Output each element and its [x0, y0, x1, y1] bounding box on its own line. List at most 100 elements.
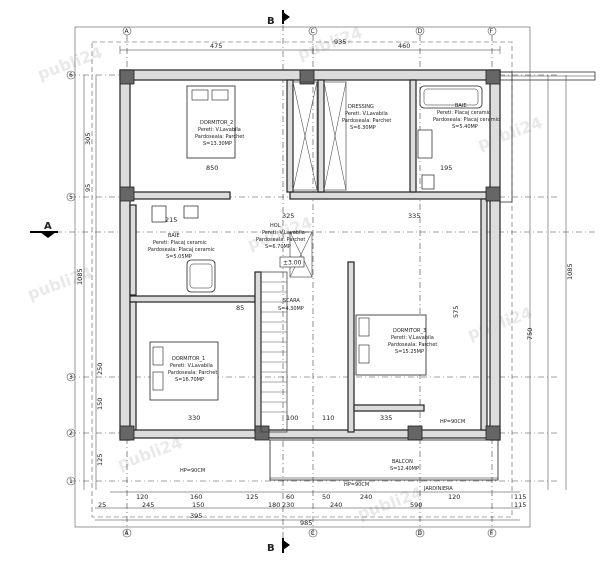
- room-name: DORMITOR_3: [393, 328, 426, 334]
- dim-label: 575: [452, 306, 460, 318]
- dim-label: 120: [136, 493, 148, 501]
- axis-labels-bottom: A C D F: [122, 528, 497, 538]
- dim-label: 100: [286, 414, 298, 422]
- room-name: DORMITOR_2: [200, 120, 233, 126]
- room-label-dressing: DRESSING Pereti: V.Lavabila Pardoseala: …: [342, 104, 391, 131]
- dim-label: 985: [300, 519, 312, 527]
- watermark: publi24: [25, 263, 95, 304]
- dim-label: 25: [98, 501, 106, 509]
- axis-label: 5: [69, 194, 73, 201]
- dim-label: 1085: [566, 263, 574, 280]
- room-name: BALCON: [392, 459, 413, 465]
- room-name: DRESSING: [348, 104, 374, 110]
- dim-label: 245: [142, 501, 154, 509]
- room-floor: Pardoseala: Parchet: [256, 237, 305, 243]
- axis-label: A: [125, 28, 130, 35]
- dim-label: 305: [84, 133, 92, 145]
- dim-label: 110: [322, 414, 334, 422]
- dimensions-right: 1085 750: [526, 75, 574, 490]
- room-floor: Pardoseala: Parchet: [342, 118, 391, 124]
- room-finish: Pereti: V.Lavabila: [391, 335, 434, 341]
- dim-label: 115: [514, 501, 526, 509]
- room-finish: Pereti: V.Lavabila: [170, 363, 213, 369]
- dressing-wardrobes: [289, 81, 347, 278]
- axis-label: F: [490, 28, 494, 35]
- room-name: SCARA: [283, 298, 300, 304]
- bed-dormitor-1: [149, 341, 219, 401]
- room-label-balcon: BALCON S=12.40MP: [390, 459, 419, 472]
- dim-label: 395: [190, 512, 202, 520]
- dim-label: 335: [408, 212, 420, 220]
- axis-label: 3: [69, 374, 73, 381]
- room-area: S=5.05MP: [166, 254, 192, 260]
- room-area: S=6.30MP: [350, 125, 376, 131]
- hp-note: HP=90CM: [344, 482, 369, 488]
- room-finish: Pereti: V.Lavabila: [345, 111, 388, 117]
- room-label-hol: HOL Pereti: V.Lavabila Pardoseala: Parch…: [256, 223, 305, 250]
- dim-label: 125: [246, 493, 258, 501]
- hp-note: HP=90CM: [440, 419, 465, 425]
- room-label-baie-2: BAIE Pereti: Placaj ceramic Pardoseala: …: [433, 103, 500, 130]
- room-floor: Pardoseala: Parchet: [168, 370, 217, 376]
- room-area: S=12.40MP: [390, 466, 419, 472]
- sink-right: [417, 129, 435, 190]
- grid-axes: [30, 12, 598, 553]
- interior-dimensions: 850 195 215 325 335 575 330 100 110 335 …: [165, 164, 460, 422]
- balcony-outline: [269, 439, 499, 481]
- columns: [119, 69, 501, 441]
- dim-label: 330: [188, 414, 200, 422]
- dim-label: 95: [84, 184, 92, 192]
- dimensions-left: 305 95 1085 250 150 125: [76, 75, 104, 490]
- dim-label: 325: [282, 212, 294, 220]
- dim-label: 1085: [76, 268, 84, 285]
- room-name: BAIE: [168, 233, 179, 239]
- section-letter: B: [267, 543, 275, 554]
- jardiniera-label: JARDINIERA: [423, 486, 453, 492]
- axis-labels-left: 6 5 3 2 1: [66, 70, 76, 486]
- dim-label: 750: [526, 328, 534, 340]
- staircase: [260, 271, 288, 433]
- bed-dormitor-3: [355, 314, 427, 376]
- dim-label: 50: [322, 493, 330, 501]
- dim-label: 475: [210, 42, 222, 50]
- room-finish: Pereti: V.Lavabila: [262, 230, 305, 236]
- room-finish: Pereti: Placaj ceramic: [437, 110, 491, 116]
- room-area: S=16.70MP: [175, 377, 204, 383]
- room-label-dormitor-3: DORMITOR_3 Pereti: V.Lavabila Pardoseala…: [388, 328, 437, 355]
- dim-label: 180: [268, 501, 280, 509]
- dim-label: 115: [514, 493, 526, 501]
- dim-label: 215: [165, 216, 177, 224]
- hp-note: HP=90CM: [180, 468, 205, 474]
- dim-label: 230: [282, 501, 294, 509]
- dim-label: 935: [334, 38, 346, 46]
- room-label-dormitor-1: DORMITOR_1 Pereti: V.Lavabila Pardoseala…: [168, 356, 217, 383]
- room-area: S=13.30MP: [203, 141, 232, 147]
- section-letter: A: [44, 221, 52, 232]
- annotations: HP=90CM HP=90CM HP=90CM JARDINIERA: [180, 419, 465, 492]
- room-name: HOL: [270, 223, 281, 229]
- section-mark-top: B: [267, 10, 290, 27]
- interior-walls: [129, 79, 491, 433]
- dim-label: 240: [330, 501, 342, 509]
- bathtub-right: [419, 85, 483, 109]
- dim-label: 335: [380, 414, 392, 422]
- dim-label: 150: [96, 398, 104, 410]
- room-name: DORMITOR_1: [172, 356, 205, 362]
- dim-label: 160: [190, 493, 202, 501]
- section-mark-bottom: B: [267, 538, 290, 554]
- bed-dormitor-2: [186, 85, 236, 159]
- room-floor: Pardoseala: Placaj ceramic: [433, 117, 500, 123]
- dimensions-bottom: 120 160 125 60 50 240 120 115 25 245 150…: [95, 491, 526, 527]
- room-label-dormitor-2: DORMITOR_2 Pereti: V.Lavabila Pardoseala…: [195, 120, 244, 147]
- level-value: ±3.00: [283, 260, 302, 267]
- dim-label: 150: [192, 501, 204, 509]
- dim-label: 195: [440, 164, 452, 172]
- dim-label: 850: [206, 164, 218, 172]
- axis-label: 2: [69, 430, 73, 437]
- inner-frame: [91, 41, 513, 518]
- axis-label: F: [490, 530, 494, 537]
- axis-label: A: [125, 530, 130, 537]
- section-mark-left: A: [30, 221, 58, 238]
- dim-label: 590: [410, 501, 422, 509]
- axis-label: C: [311, 530, 315, 537]
